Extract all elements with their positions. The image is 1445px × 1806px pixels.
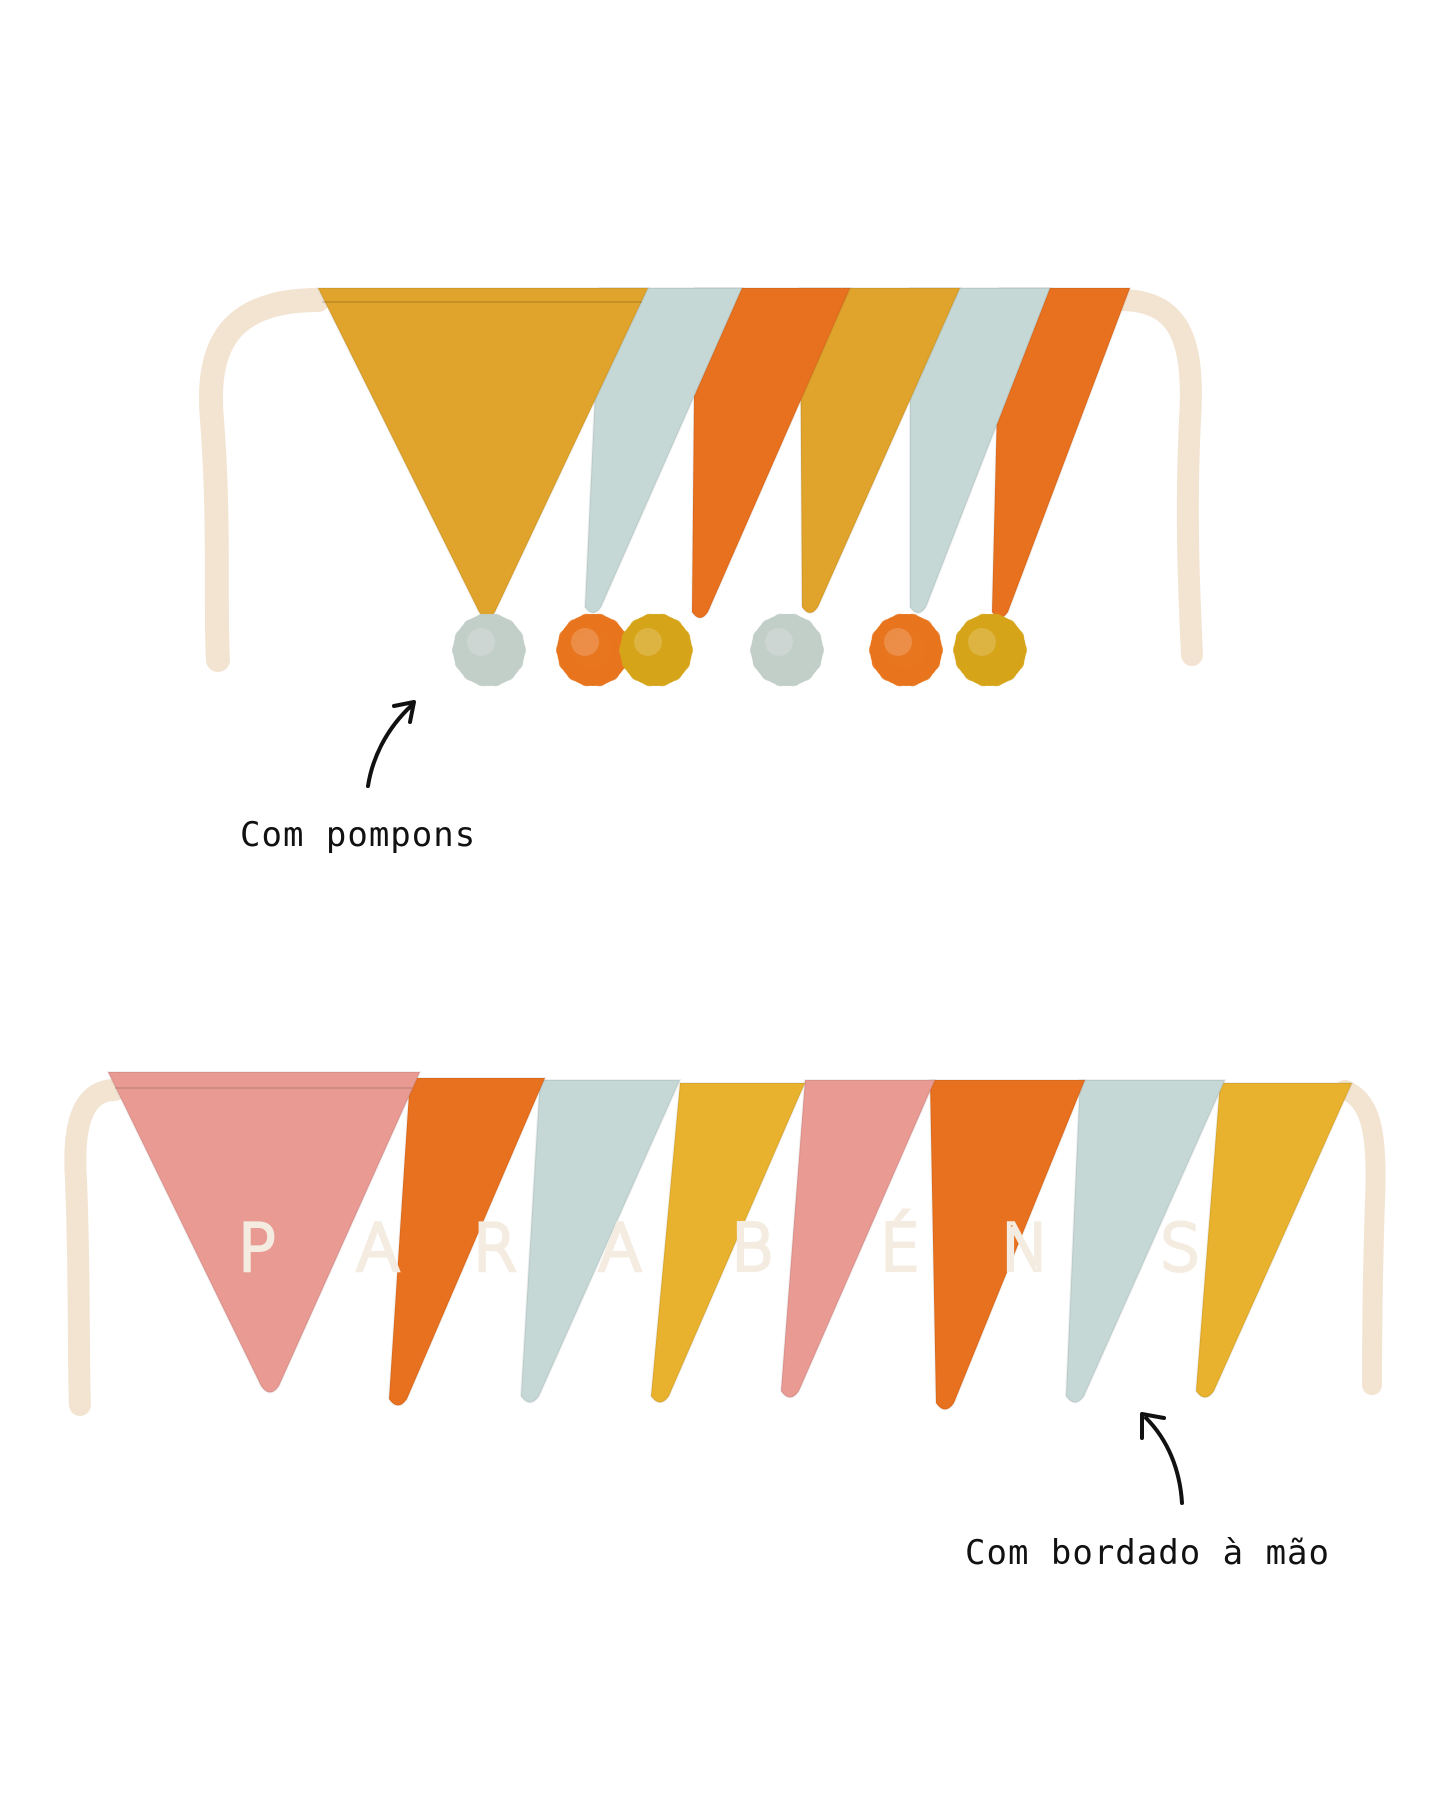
arrow-to-pompom-icon [366,700,416,788]
embroidered-letter: B [731,1212,773,1286]
embroidered-letter: A [356,1212,400,1286]
ribbon-left-bottom [64,1079,126,1416]
pompom [619,613,693,687]
ribbon-right-top [1109,289,1203,666]
ribbon-right-bottom [1335,1080,1386,1395]
pompom [869,613,943,687]
pompom-garland [198,287,1203,687]
pennant-flag [1194,1082,1354,1399]
pompom [452,613,526,687]
pennant-flag [649,1082,807,1404]
pennant-flag [387,1077,547,1407]
arrow-to-embroidery-icon [1140,1412,1184,1505]
pompom [556,613,630,687]
pennant-flag [1064,1079,1227,1404]
pennant-flag [909,287,1052,614]
pennant-flag [928,1079,1087,1411]
embroidered-letter: A [598,1212,642,1286]
pennant-flag [779,1079,937,1399]
ribbon-left-top [198,288,330,672]
pennant-flag [583,287,744,614]
caption-bordado: Com bordado à mão [965,1533,1330,1573]
embroidered-letter: É [880,1210,920,1286]
embroidered-letter: N [1001,1212,1049,1286]
pennant-flag [798,287,962,614]
pennant-flag [106,1071,422,1394]
embroidered-letter: P [238,1212,277,1286]
embroidered-letter: R [473,1212,517,1286]
pompom [953,613,1027,687]
pompom [750,613,824,687]
embroidered-letter: S [1160,1212,1201,1286]
caption-pompons: Com pompons [240,815,477,855]
pennant-flag [519,1079,682,1404]
pennant-flag [690,287,852,619]
